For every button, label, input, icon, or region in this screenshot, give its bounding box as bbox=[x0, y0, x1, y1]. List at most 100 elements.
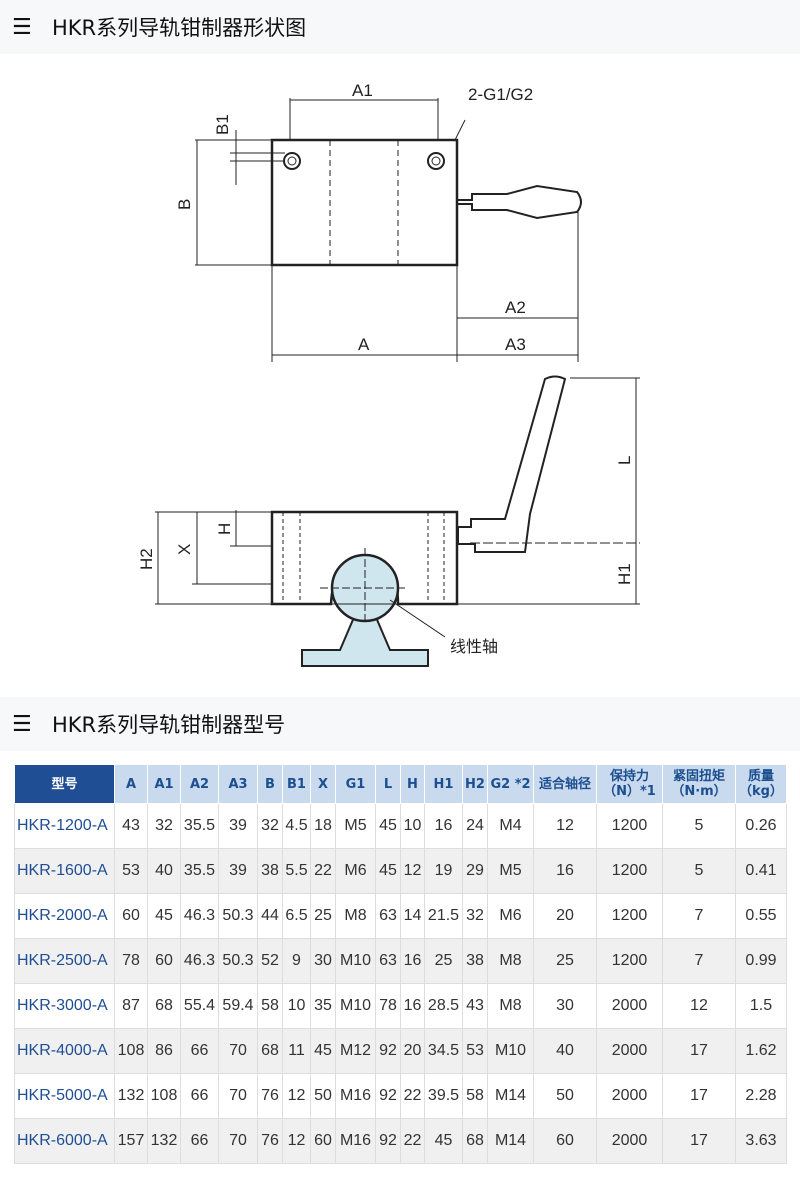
column-header: A1 bbox=[147, 764, 181, 804]
value-cell: 45 bbox=[424, 1118, 463, 1164]
value-cell: 30 bbox=[533, 983, 597, 1029]
value-cell: 108 bbox=[147, 1073, 181, 1119]
value-cell: 46.3 bbox=[180, 938, 219, 984]
value-cell: 0.26 bbox=[735, 803, 787, 849]
menu-icon: ☰ bbox=[12, 14, 32, 40]
value-cell: M8 bbox=[487, 983, 534, 1029]
value-cell: 132 bbox=[114, 1073, 148, 1119]
label-x: X bbox=[175, 544, 194, 555]
value-cell: 60 bbox=[114, 893, 148, 939]
label-l: L bbox=[615, 456, 634, 465]
value-cell: 12 bbox=[662, 983, 736, 1029]
value-cell: 40 bbox=[147, 848, 181, 894]
model-cell: HKR-1200-A bbox=[14, 803, 115, 849]
value-cell: 34.5 bbox=[424, 1028, 463, 1074]
value-cell: 4.5 bbox=[282, 803, 311, 849]
label-a: A bbox=[358, 335, 370, 354]
value-cell: 66 bbox=[180, 1073, 219, 1119]
column-header: H bbox=[400, 764, 425, 804]
value-cell: 43 bbox=[462, 983, 488, 1029]
value-cell: 1.62 bbox=[735, 1028, 787, 1074]
value-cell: 9 bbox=[282, 938, 311, 984]
column-header: 保持力（N）*1 bbox=[596, 764, 663, 804]
value-cell: 2000 bbox=[596, 983, 663, 1029]
value-cell: 21.5 bbox=[424, 893, 463, 939]
value-cell: 66 bbox=[180, 1118, 219, 1164]
model-cell: HKR-3000-A bbox=[14, 983, 115, 1029]
value-cell: 19 bbox=[424, 848, 463, 894]
value-cell: 1200 bbox=[596, 848, 663, 894]
label-b: B bbox=[175, 199, 194, 210]
section-title: HKR系列导轨钳制器形状图 bbox=[52, 16, 307, 40]
label-a1: A1 bbox=[352, 81, 373, 100]
value-cell: 25 bbox=[533, 938, 597, 984]
value-cell: 70 bbox=[218, 1028, 258, 1074]
value-cell: 45 bbox=[375, 848, 401, 894]
label-a2: A2 bbox=[505, 298, 526, 317]
column-header: B1 bbox=[282, 764, 311, 804]
value-cell: 16 bbox=[400, 938, 425, 984]
value-cell: 60 bbox=[147, 938, 181, 984]
value-cell: M5 bbox=[487, 848, 534, 894]
value-cell: 7 bbox=[662, 938, 736, 984]
model-cell: HKR-6000-A bbox=[14, 1118, 115, 1164]
dimension-diagram: A1 2-G1/G2 B1 B A2 A A3 L H X H2 H1 线性轴 bbox=[137, 81, 640, 667]
label-b1: B1 bbox=[213, 114, 232, 135]
value-cell: M5 bbox=[335, 803, 376, 849]
value-cell: 18 bbox=[310, 803, 336, 849]
value-cell: 40 bbox=[533, 1028, 597, 1074]
value-cell: 50.3 bbox=[218, 938, 258, 984]
value-cell: 86 bbox=[147, 1028, 181, 1074]
value-cell: 78 bbox=[375, 983, 401, 1029]
value-cell: 46.3 bbox=[180, 893, 219, 939]
value-cell: 10 bbox=[400, 803, 425, 849]
value-cell: 35.5 bbox=[180, 803, 219, 849]
value-cell: 38 bbox=[257, 848, 283, 894]
column-header: G2 *2 bbox=[487, 764, 534, 804]
handle-side bbox=[457, 375, 567, 553]
mount-hole bbox=[427, 152, 445, 170]
value-cell: 50 bbox=[310, 1073, 336, 1119]
value-cell: 3.63 bbox=[735, 1118, 787, 1164]
value-cell: 30 bbox=[310, 938, 336, 984]
model-cell: HKR-2000-A bbox=[14, 893, 115, 939]
value-cell: M10 bbox=[487, 1028, 534, 1074]
value-cell: M16 bbox=[335, 1073, 376, 1119]
value-cell: 2000 bbox=[596, 1118, 663, 1164]
value-cell: 76 bbox=[257, 1118, 283, 1164]
value-cell: 12 bbox=[533, 803, 597, 849]
section-header-shape: ☰ HKR系列导轨钳制器形状图 bbox=[0, 0, 800, 54]
mount-hole bbox=[283, 152, 301, 170]
value-cell: 2000 bbox=[596, 1073, 663, 1119]
value-cell: 70 bbox=[218, 1118, 258, 1164]
column-header: A3 bbox=[218, 764, 258, 804]
value-cell: 68 bbox=[147, 983, 181, 1029]
column-header: H2 bbox=[462, 764, 488, 804]
value-cell: 16 bbox=[424, 803, 463, 849]
column-header: 型号 bbox=[14, 764, 115, 804]
value-cell: 45 bbox=[375, 803, 401, 849]
value-cell: 38 bbox=[462, 938, 488, 984]
value-cell: 7 bbox=[662, 893, 736, 939]
value-cell: 63 bbox=[375, 893, 401, 939]
column-header: A bbox=[114, 764, 148, 804]
label-h1: H1 bbox=[615, 563, 634, 585]
label-g: 2-G1/G2 bbox=[468, 85, 533, 104]
value-cell: 32 bbox=[147, 803, 181, 849]
handle-top bbox=[456, 184, 582, 220]
value-cell: M8 bbox=[335, 893, 376, 939]
value-cell: 10 bbox=[282, 983, 311, 1029]
value-cell: 2000 bbox=[596, 1028, 663, 1074]
column-header: A2 bbox=[180, 764, 219, 804]
value-cell: 25 bbox=[310, 893, 336, 939]
label-a3: A3 bbox=[505, 335, 526, 354]
pedestal bbox=[301, 614, 429, 667]
value-cell: 22 bbox=[310, 848, 336, 894]
